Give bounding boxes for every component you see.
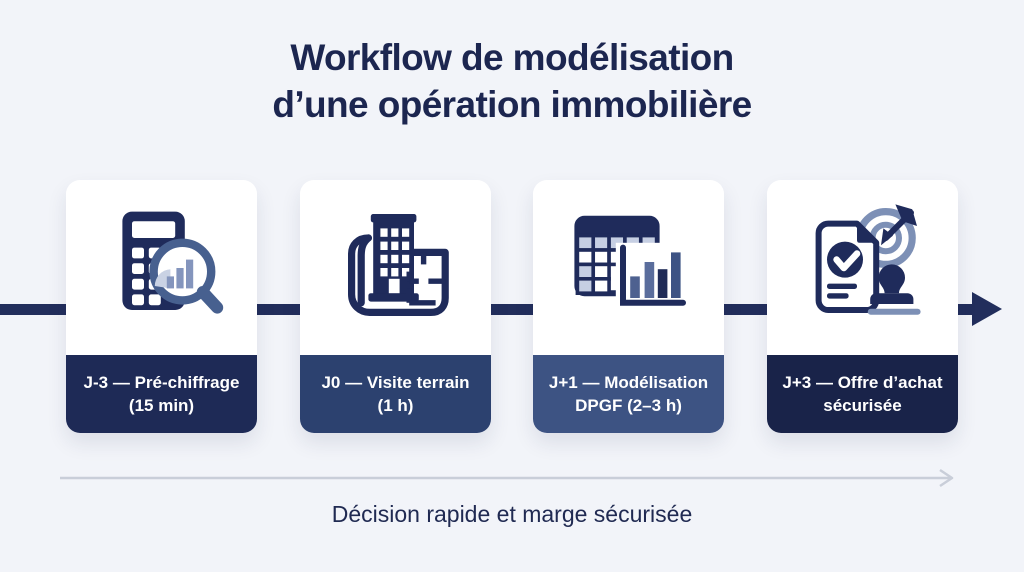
step-card-pre-chiffrage: J-3 — Pré-chiffrage (15 min) (66, 180, 257, 433)
title-line2: d’une opération immobilière (272, 84, 752, 126)
step-label-line1: J+3 — Offre d’achat (782, 372, 943, 392)
timeline-arrow-head-icon (972, 292, 1002, 326)
step-card-visite-terrain: J0 — Visite terrain (1 h) (300, 180, 491, 433)
spreadsheet-chart-icon (573, 215, 686, 308)
step-card-modelisation-dpgf: J+1 — Modélisation DPGF (2–3 h) (533, 180, 724, 433)
page-title: Workflow de modélisation d’une opération … (0, 34, 1024, 129)
step-label: J-3 — Pré-chiffrage (15 min) (66, 355, 257, 433)
step-card-offre-achat: J+3 — Offre d’achat sécurisée (767, 180, 958, 433)
step-icon-area (533, 180, 724, 355)
step-icon-area (767, 180, 958, 355)
step-icon-area (66, 180, 257, 355)
blueprint-building-icon (347, 213, 449, 316)
step-label-line2: DPGF (2–3 h) (575, 396, 682, 415)
footer-arrow-icon (60, 468, 954, 488)
title-line1: Workflow de modélisation (290, 37, 734, 78)
step-icon-area (300, 180, 491, 355)
step-label-line2: (1 h) (377, 396, 414, 415)
step-label: J0 — Visite terrain (1 h) (300, 355, 491, 433)
calculator-magnifier-icon (121, 211, 223, 314)
step-label-line2: sécurisée (823, 396, 902, 415)
step-label-line2: (15 min) (128, 396, 195, 415)
document-stamp-target-icon (815, 203, 921, 315)
step-label: J+3 — Offre d’achat sécurisée (767, 355, 958, 433)
footer-caption: Décision rapide et marge sécurisée (331, 501, 693, 527)
step-label-line1: J+1 — Modélisation (548, 372, 709, 392)
step-label: J+1 — Modélisation DPGF (2–3 h) (533, 355, 724, 433)
step-label-line1: J-3 — Pré-chiffrage (83, 372, 240, 392)
step-label-line1: J0 — Visite terrain (321, 372, 470, 392)
